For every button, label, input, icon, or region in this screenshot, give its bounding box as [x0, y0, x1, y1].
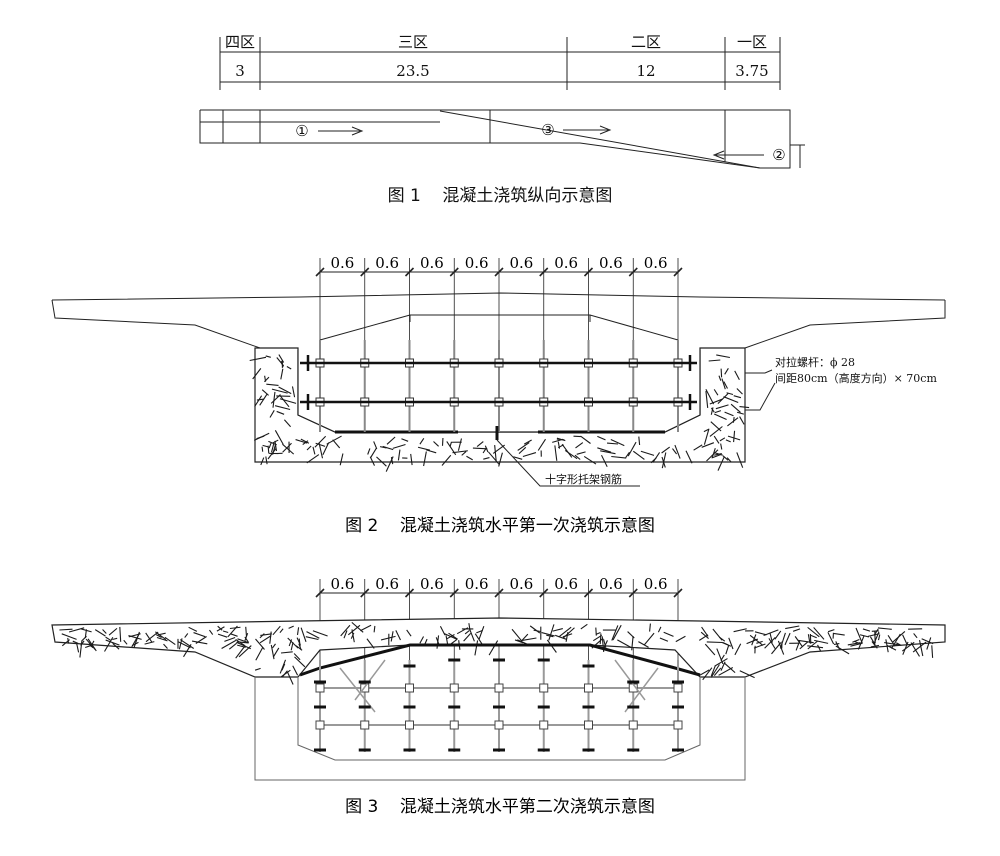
zone-label-4: 四区 [225, 33, 255, 51]
marker-1: ① [295, 122, 308, 140]
spacing-label: 0.6 [330, 575, 354, 593]
spacing-label: 0.6 [644, 575, 668, 593]
length-label-3: 23.5 [396, 62, 429, 80]
bolt-note-spacing: 间距80cm（高度方向）× 70cm [775, 371, 937, 385]
figure-2-dimension-line [315, 258, 683, 342]
tie-rods [300, 355, 697, 410]
rebar-note: 十字形托架钢筋 [545, 472, 622, 486]
zone-label-2: 二区 [631, 33, 661, 51]
figure-2-section [51, 292, 946, 349]
figure-3-spacing-labels: 0.6 0.6 0.6 0.6 0.6 0.6 0.6 0.6 [330, 575, 667, 593]
length-label-4: 3 [235, 62, 245, 80]
second-pour-struts [339, 659, 659, 713]
spacing-label: 0.6 [509, 575, 533, 593]
marker-3: ③ [541, 121, 554, 139]
second-pour-soffit-form [299, 643, 701, 677]
figure-3-caption: 图 3 混凝土浇筑水平第二次浇筑示意图 [345, 797, 655, 817]
spacing-label: 0.6 [599, 575, 623, 593]
spacing-label: 0.6 [330, 254, 354, 272]
spacing-label: 0.6 [554, 575, 578, 593]
spacing-label: 0.6 [375, 254, 399, 272]
length-label-1: 3.75 [735, 62, 768, 80]
first-pour-hatching [249, 354, 750, 472]
figure-1-caption: 图 1 混凝土浇筑纵向示意图 [388, 186, 613, 206]
figure-2-leaders [496, 369, 776, 487]
zone-label-1: 一区 [737, 33, 767, 51]
spacing-label: 0.6 [420, 254, 444, 272]
spacing-label: 0.6 [509, 254, 533, 272]
spacing-label: 0.6 [465, 254, 489, 272]
second-pour-hatching [59, 621, 934, 685]
spacing-label: 0.6 [644, 254, 668, 272]
figure-2-caption: 图 2 混凝土浇筑水平第一次浇筑示意图 [345, 516, 655, 536]
figure-1-labels: 四区 三区 二区 一区 3 23.5 12 3.75 ① ③ ② 图 1 混凝土… [225, 33, 786, 206]
spacing-label: 0.6 [465, 575, 489, 593]
length-label-2: 12 [636, 62, 655, 80]
figure-2-notes: 对拉螺杆：ϕ 28 间距80cm（高度方向）× 70cm 十字形托架钢筋 [545, 355, 937, 486]
spacing-label: 0.6 [375, 575, 399, 593]
marker-2: ② [772, 146, 785, 164]
spacing-label: 0.6 [554, 254, 578, 272]
figure-1-longitudinal [199, 37, 805, 169]
spacing-label: 0.6 [599, 254, 623, 272]
zone-label-3: 三区 [398, 33, 428, 51]
figure-2-spacing-labels: 0.6 0.6 0.6 0.6 0.6 0.6 0.6 0.6 [330, 254, 667, 272]
second-pour-post-caps [314, 658, 684, 752]
bolt-note-diameter: 对拉螺杆：ϕ 28 [775, 355, 855, 369]
spacing-label: 0.6 [420, 575, 444, 593]
first-pour-box [254, 677, 746, 781]
